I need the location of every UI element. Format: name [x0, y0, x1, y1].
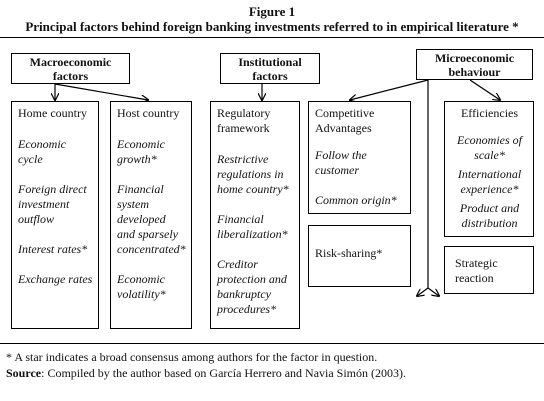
efficiencies-title: Efficiencies: [460, 106, 519, 120]
box-strategic-reaction: Strategic reaction: [444, 246, 534, 294]
list-item: Follow the customer: [315, 148, 367, 177]
header-microeconomic-behaviour: Microeconomic behaviour: [416, 49, 533, 80]
top-rule: [0, 37, 544, 38]
figure-title: Principal factors behind foreign banking…: [25, 19, 519, 34]
header-macroeconomic-factors: Macroeconomic factors: [11, 53, 130, 84]
source-label: Source: [6, 366, 42, 380]
star-footnote: * A star indicates a broad consensus amo…: [6, 350, 378, 364]
list-item: Creditor protection and bankruptcy proce…: [217, 257, 287, 316]
list-item: Common origin*: [315, 193, 397, 207]
strategic-reaction-title: Strategic reaction: [455, 256, 498, 285]
list-item: Restrictive regulations in home country*: [217, 152, 289, 196]
box-competitive-advantages: Competitive Advantages Follow the custom…: [308, 101, 411, 214]
host-country-title: Host country: [117, 106, 180, 120]
column-home-country: Home country Economic cycle Foreign dire…: [11, 101, 99, 329]
competitive-advantages-title: Competitive Advantages: [315, 106, 375, 135]
arrow-micro-strategic: [427, 287, 439, 296]
column-regulatory-framework: Regulatory framework Restrictive regulat…: [210, 101, 300, 329]
list-item: Financial liberalization*: [217, 212, 288, 241]
list-item: Economic volatility*: [117, 272, 166, 301]
list-item: International experience*: [457, 167, 522, 196]
list-item: Economic growth*: [117, 137, 165, 166]
list-item: Financial system developed and sparsely …: [117, 182, 186, 256]
column-host-country: Host country Economic growth* Financial …: [110, 101, 192, 329]
box-risk-sharing: Risk-sharing*: [308, 225, 411, 287]
arrow-micro-efficiencies: [469, 79, 500, 100]
list-item: Economic cycle: [18, 137, 66, 166]
list-item: Foreign direct investment outflow: [18, 182, 87, 226]
figure-number: Figure 1: [248, 4, 296, 19]
arrow-micro-competitive: [350, 79, 429, 100]
box-efficiencies: Efficiencies Economies of scale* Interna…: [444, 101, 534, 237]
arrow-macro-host: [54, 83, 148, 100]
header-institutional-factors: Institutional factors: [220, 53, 320, 84]
list-item: Exchange rates: [18, 272, 93, 286]
arrow-micro-risk: [417, 287, 429, 296]
list-item: Economies of scale*: [457, 133, 522, 162]
list-item: Product and distribution: [459, 201, 520, 230]
regulatory-framework-title: Regulatory framework: [217, 106, 271, 135]
bottom-rule: [0, 343, 544, 344]
home-country-title: Home country: [18, 106, 87, 120]
source-note: Source: Compiled by the author based on …: [6, 366, 406, 380]
risk-sharing-title: Risk-sharing*: [315, 246, 383, 260]
source-text: : Compiled by the author based on García…: [41, 366, 407, 380]
list-item: Interest rates*: [18, 242, 88, 256]
